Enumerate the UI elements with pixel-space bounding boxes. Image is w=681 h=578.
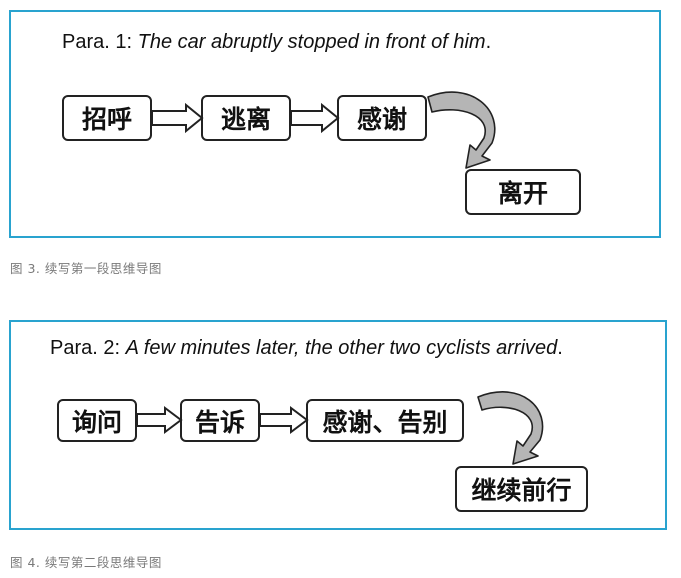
node-greet: 招呼 (62, 95, 152, 141)
curved-arrow-thank-to-leave (427, 91, 496, 169)
para1-period: . (485, 31, 492, 53)
node-thank: 感谢 (337, 95, 427, 141)
para2-period: . (557, 337, 563, 359)
para1-sentence: The car abruptly stopped in front of him (137, 31, 486, 53)
para2-sentence: A few minutes later, the other two cycli… (125, 337, 558, 359)
node-tell: 告诉 (180, 399, 260, 442)
para1-label: Para. 1: (62, 31, 133, 53)
block-arrow-flee-to-thank (290, 102, 340, 134)
node-flee: 逃离 (201, 95, 291, 141)
node-leave: 离开 (465, 169, 581, 215)
para2-label: Para. 2: (50, 337, 121, 359)
block-arrow-greet-to-flee (151, 102, 204, 134)
para1-heading: Para. 1: The car abruptly stopped in fro… (62, 31, 491, 54)
node-continue-on: 继续前行 (455, 466, 588, 512)
curved-arrow-farewell-to-continue (477, 391, 544, 465)
figure3-caption: 图 3. 续写第一段思维导图 (10, 261, 162, 276)
node-thank-farewell: 感谢、告别 (306, 399, 464, 442)
para2-heading: Para. 2: A few minutes later, the other … (50, 337, 563, 360)
block-arrow-ask-to-tell (136, 406, 183, 434)
block-arrow-tell-to-thank-farewell (259, 406, 309, 434)
figure4-caption: 图 4. 续写第二段思维导图 (10, 555, 162, 570)
